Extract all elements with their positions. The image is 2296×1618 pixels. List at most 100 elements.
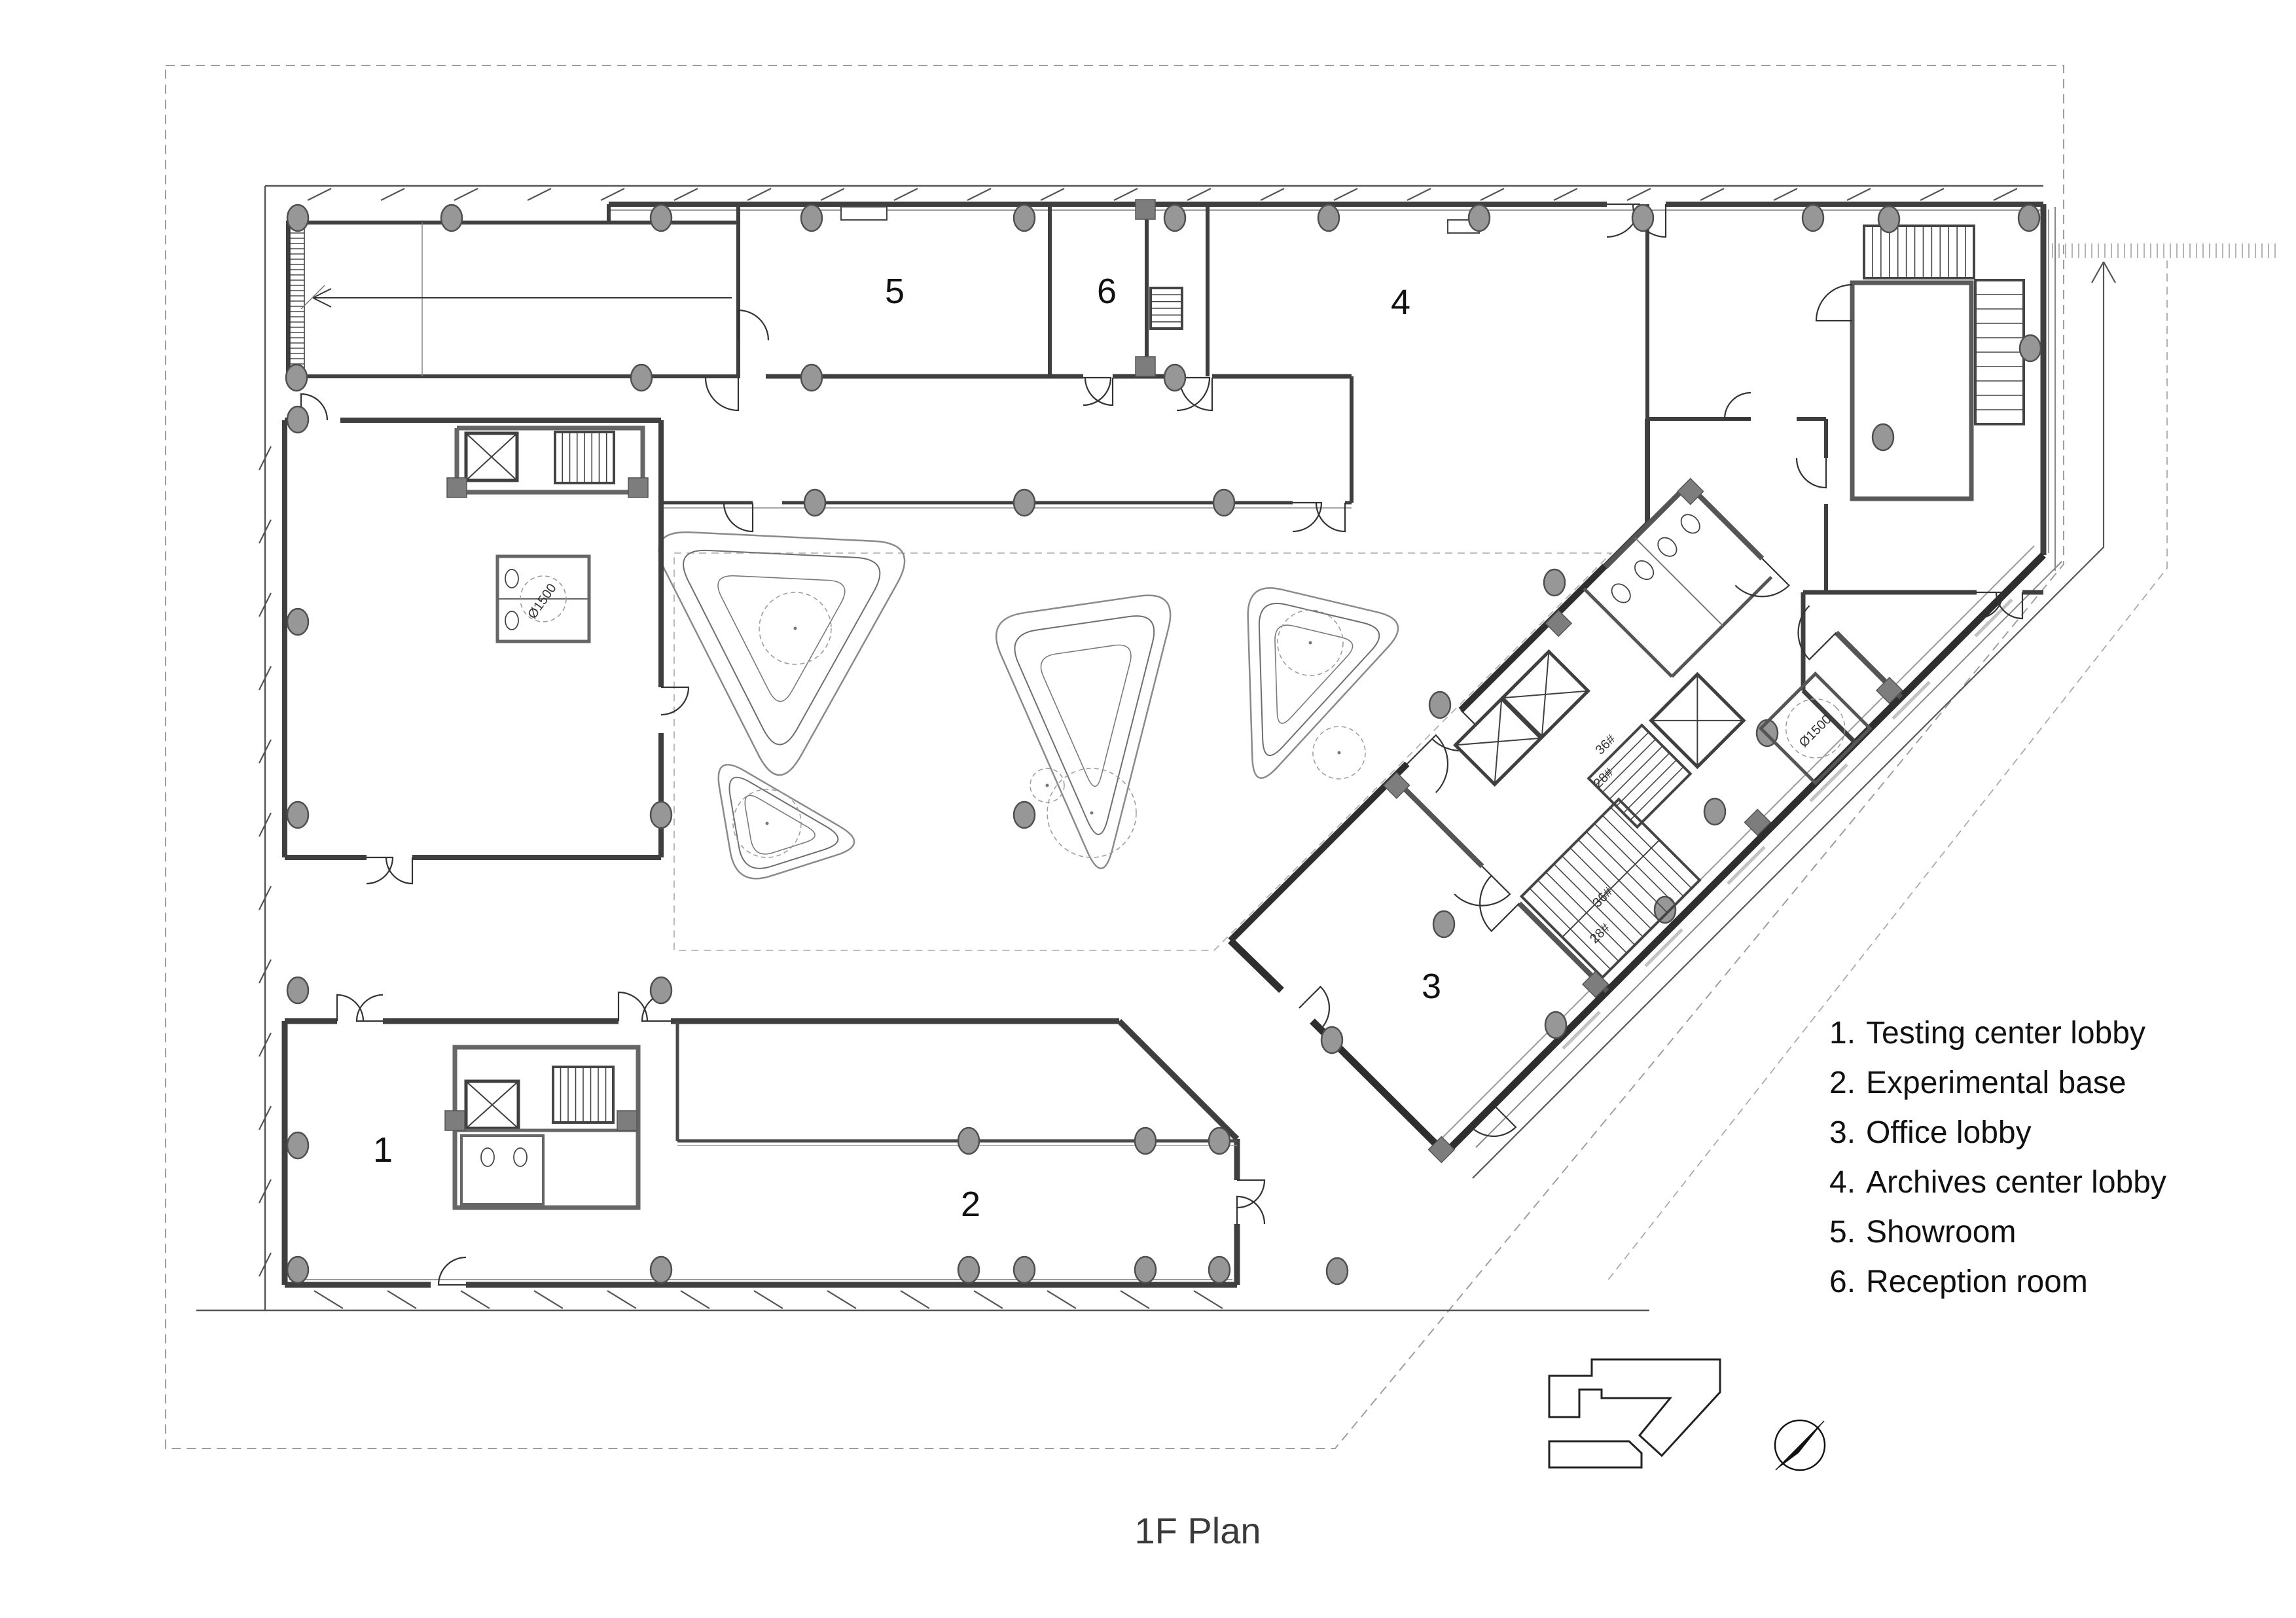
column-dot [1325,1257,1349,1285]
elevator-x [465,1081,519,1129]
legend-label: Testing center lobby [1866,1016,2145,1051]
tree-circle [732,789,802,858]
planter-inner [1258,602,1380,757]
door-arc [1723,391,1751,420]
legend-label: Archives center lobby [1866,1165,2166,1200]
wing-sw-wall [1228,938,1284,993]
column-dot [1703,797,1727,826]
core-wall [1604,482,1691,569]
door-arc [1236,1179,1266,1209]
hatch-slash [827,1290,857,1309]
column-dot [803,488,827,517]
room-label-1: 1 [373,1130,393,1170]
toilet-fixture-icon [1680,514,1700,534]
column-dot [649,204,673,232]
door-arc [385,857,414,885]
stair-rail [1562,839,1660,938]
column-dot [630,363,653,392]
wall-post [1581,971,1609,998]
wing-nw-wall [1458,564,1607,713]
hatch-slash [893,188,918,201]
room-label-5: 5 [885,272,905,311]
legend-number: 2. [1829,1066,1856,1100]
stair-tread [1630,766,1684,821]
facade-tick [1562,1011,1601,1050]
stair-icon [1863,225,1975,279]
hatch-slash [259,812,272,837]
column-dot [1877,205,1901,234]
ramp-arrow-tick [300,285,325,310]
wall-post [1135,356,1156,377]
hatch-slash [1193,1290,1223,1309]
hatch-slash [673,188,698,201]
column-dot [800,204,823,232]
wall-post [1135,199,1156,220]
column-dot [1134,1126,1157,1155]
column-dot [2018,334,2042,363]
legend-label: Experimental base [1866,1066,2126,1100]
hatch-slash [1846,188,1871,201]
door-arc [1795,458,1827,489]
toilet-fixture-icon [1634,560,1655,581]
planter-inner [1014,615,1155,835]
wc-partition [1634,537,1723,626]
facade-tick [1727,846,1766,885]
legend-item: 3.Office lobby [1829,1115,2032,1150]
hatch-slash [973,1290,1003,1309]
room-label-6: 6 [1097,272,1117,311]
column-dot [649,1255,673,1284]
legend-number: 6. [1829,1265,1856,1299]
elevator-x [1494,698,1503,785]
door-arc [1454,865,1511,907]
hatch-slash [967,188,992,201]
wall-post [1875,677,1903,704]
column-dot [649,800,673,829]
wall-post [617,1110,637,1131]
door-arc [737,309,770,341]
hatch-slash [259,739,272,764]
tree-center [1308,641,1312,645]
hatch-slash [259,446,272,471]
elevator-x [1541,651,1550,738]
hatch-slash [259,1179,272,1204]
column-dot [286,800,310,829]
legend-number: 5. [1829,1215,1856,1249]
wall-post [1382,771,1410,799]
ramp-hatch-strip [289,224,305,375]
column-dot [1544,1011,1568,1039]
column-dot [1212,488,1236,517]
wall-post [1545,609,1573,638]
tree-circle [1277,609,1344,676]
column-dot [1631,204,1655,232]
wall-post [628,477,649,498]
toilet-fixture-icon [1611,583,1631,603]
column-dot [286,607,310,636]
legend-item: 4.Archives center lobby [1829,1165,2166,1200]
hatch-slash [1187,188,1211,201]
column-dot [1208,1126,1231,1155]
legend-item: 6.Reception room [1829,1265,2088,1299]
hatch-slash [259,1032,272,1057]
site-boundary-dashed-outer [1606,261,2168,1282]
door-arc [1299,985,1331,1030]
legend-number: 1. [1829,1016,1856,1051]
door-arc [1315,502,1346,533]
toilet-fixture-icon [505,569,519,588]
hatch-slash [680,1290,710,1309]
column-dot [957,1255,980,1284]
tree-center [1045,783,1049,787]
legend-label: Showroom [1866,1215,2016,1249]
hatch-slash [1040,188,1065,201]
door-arc [1734,558,1790,598]
door-arc [1236,1195,1266,1225]
column-dot [1320,1026,1344,1054]
room-label-4: 4 [1391,283,1410,322]
planter-outline [658,531,906,776]
door-arc [1471,1104,1517,1138]
planter-outline [1247,587,1399,779]
door-arc [723,502,754,533]
north-arrow-icon [1774,1419,1826,1471]
wall-post [1427,1136,1456,1164]
core-wall [1392,776,1484,869]
